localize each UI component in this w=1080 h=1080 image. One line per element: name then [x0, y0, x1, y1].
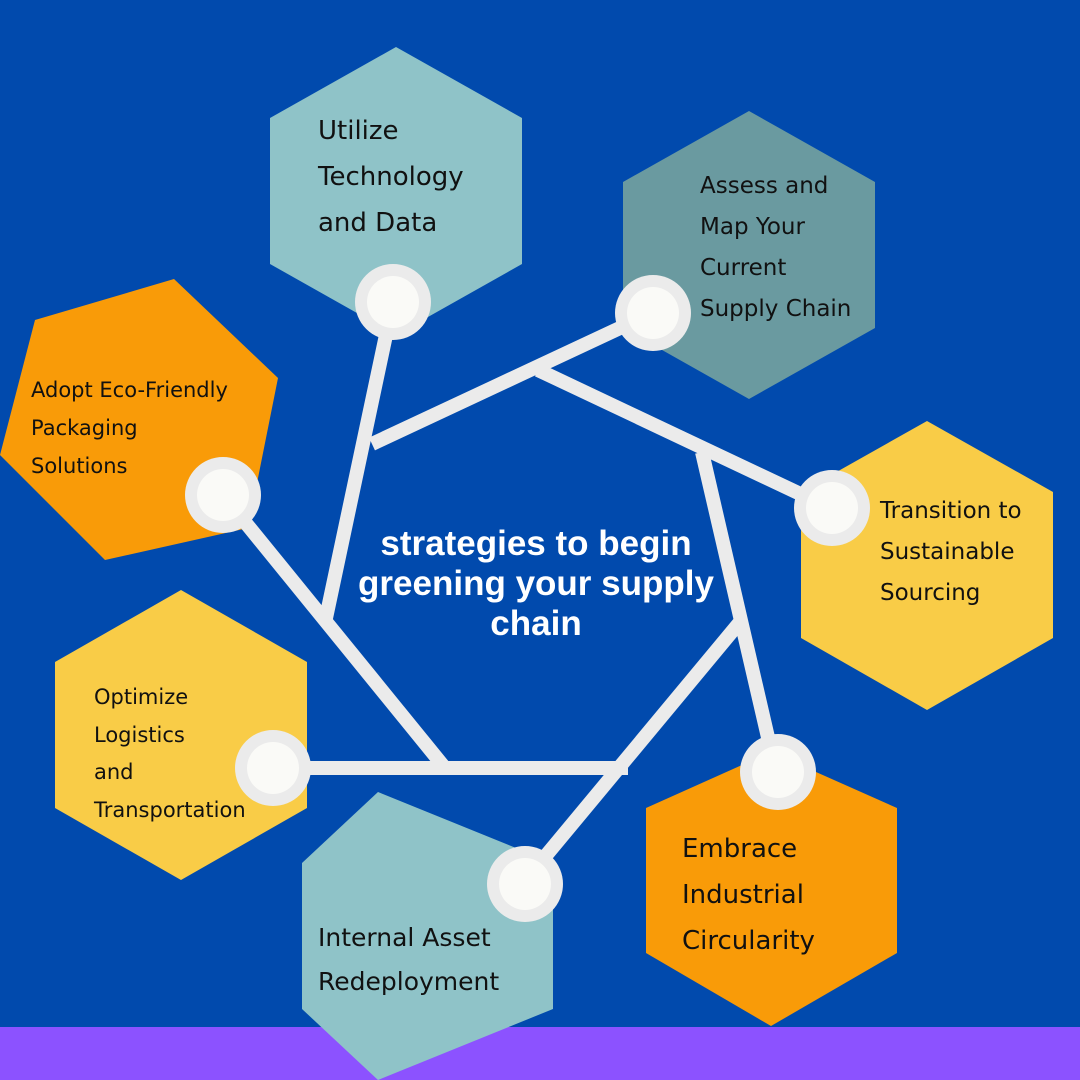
label-line: Supply Chain	[700, 296, 852, 322]
label-line: Industrial	[682, 880, 804, 910]
label-line: Transportation	[94, 797, 246, 822]
node-internal-asset	[487, 846, 563, 922]
label-line: and Data	[318, 208, 438, 238]
label-line: Transition to	[880, 498, 1022, 524]
label-line: Solutions	[31, 454, 128, 478]
label-embrace-circularity: Embrace Industrial Circularity	[682, 826, 815, 964]
label-adopt-packaging: Adopt Eco-Friendly Packaging Solutions	[31, 371, 228, 485]
connector-lines	[217, 300, 833, 887]
bottom-band	[0, 1027, 1080, 1080]
label-line: Adopt Eco-Friendly	[31, 378, 228, 402]
label-line: Utilize	[318, 116, 399, 146]
label-transition-sourcing: Transition to Sustainable Sourcing	[880, 491, 1022, 614]
label-line: and	[94, 760, 134, 784]
label-line: Sustainable	[880, 539, 1015, 565]
node-transition	[794, 470, 870, 546]
label-line: Assess and	[700, 173, 829, 199]
label-line: Technology	[318, 162, 464, 192]
label-line: Embrace	[682, 834, 798, 864]
label-utilize-technology: Utilize Technology and Data	[318, 108, 464, 246]
label-line: Sourcing	[880, 580, 981, 606]
hexagon-optimize-logistics	[55, 590, 307, 880]
node-embrace	[740, 734, 816, 810]
label-line: Circularity	[682, 926, 815, 956]
label-line: Logistics	[94, 722, 185, 747]
label-assess-map: Assess and Map Your Current Supply Chain	[700, 166, 851, 330]
node-optimize	[235, 730, 311, 806]
label-line: Packaging	[31, 416, 138, 440]
node-assess	[615, 275, 691, 351]
label-line: Internal Asset	[318, 923, 491, 952]
label-internal-asset: Internal Asset Redeployment	[318, 916, 499, 1004]
center-title: strategies to begin greening your supply…	[358, 524, 714, 643]
hexagon-internal-asset	[302, 792, 553, 1080]
label-optimize-logistics: Optimize Logistics and Transportation	[94, 679, 246, 829]
label-line: Map Your	[700, 214, 805, 240]
hexagon-embrace-circularity	[646, 752, 897, 1026]
node-adopt	[185, 457, 261, 533]
node-utilize	[355, 264, 431, 340]
label-line: Current	[700, 255, 787, 281]
label-line: Optimize	[94, 685, 189, 709]
hexagon-utilize-technology	[270, 47, 522, 335]
label-line: Redeployment	[318, 967, 500, 996]
